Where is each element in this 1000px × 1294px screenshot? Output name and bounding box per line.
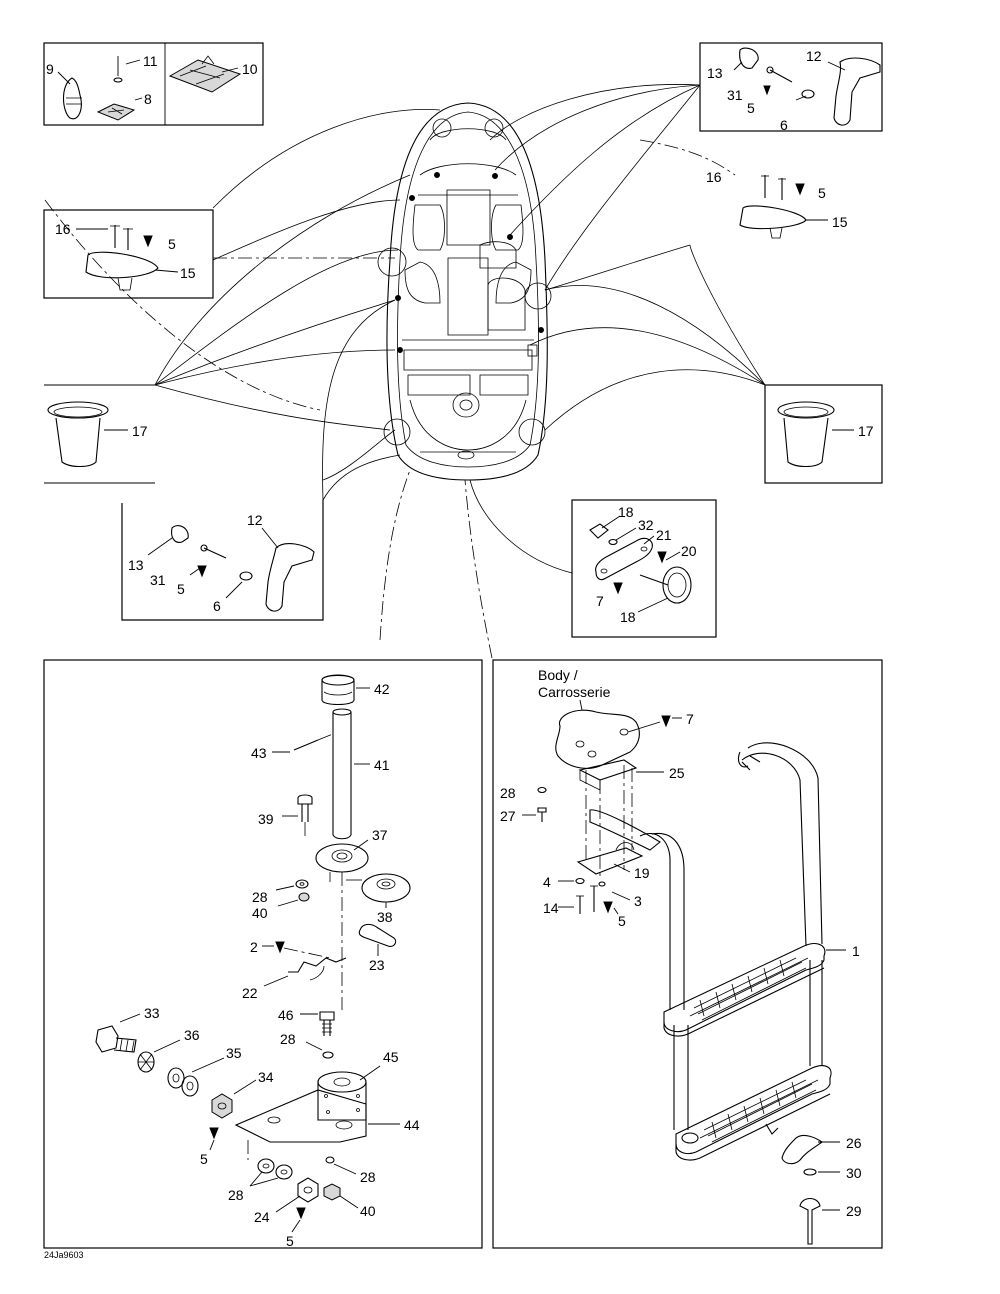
callout-22: 22 [242,985,258,1001]
detail-box-post-assembly: 42 41 43 39 37 38 [43,659,483,1249]
callout-45: 45 [383,1049,399,1065]
body-label-line1: Body / [538,667,578,683]
detail-box-cleat-left: 16 5 15 [43,209,214,299]
callout-29: 29 [846,1203,862,1219]
callout-6: 6 [780,117,788,133]
callout-5: 5 [200,1151,208,1167]
callout-20: 20 [681,543,697,559]
callout-25: 25 [669,765,685,781]
callout-14: 3 [634,893,642,909]
callout-5: 5 [818,185,826,201]
callout-40: 40 [360,1203,376,1219]
callout-5: 5 [618,913,626,929]
connector-curves [44,84,766,659]
callout-38: 38 [377,909,393,925]
callout-13: 13 [707,65,723,81]
callout-15: 15 [832,214,848,230]
callout-32: 32 [638,517,654,533]
callout-6: 6 [213,598,221,614]
callout-1: 1 [852,943,860,959]
callout-19: 19 [634,865,650,881]
callout-21: 21 [656,527,672,543]
callout-26: 26 [846,1135,862,1151]
detail-box-handle-left: 12 13 31 5 6 [121,500,324,621]
detail-cup-holder-left: 17 [44,384,155,484]
callout-35: 35 [226,1045,242,1061]
detail-box-fasteners: 9 11 10 8 [43,42,264,126]
callout-31: 31 [150,572,166,588]
callout-28: 28 [252,889,268,905]
callout-27: 27 [500,808,516,824]
callout-24: 24 [254,1209,270,1225]
callout-46: 46 [278,1007,294,1023]
callout-36: 36 [184,1027,200,1043]
callout-37: 37 [372,827,388,843]
callout-7: 7 [596,593,604,609]
detail-cleat-right: 16 5 15 [706,169,848,239]
callout-31: 31 [727,87,743,103]
callout-12: 12 [806,48,822,64]
detail-box-cup-holder-right: 17 [764,384,883,484]
detail-box-boarding-ladder: Body / Carrosserie 7 25 28 27 1 [492,659,883,1249]
callout-23: 23 [369,957,385,973]
callout-39: 39 [258,811,274,827]
callout-16: 16 [706,169,722,185]
callout-12: 12 [247,512,263,528]
callout-13: 13 [128,557,144,573]
callout-9: 9 [46,61,54,77]
callout-43: 43 [251,745,267,761]
callout-15: 15 [180,265,196,281]
callout-3: 14 [543,900,559,916]
callout-8: 8 [144,91,152,107]
callout-28: 28 [500,785,516,801]
callout-40: 40 [252,905,268,921]
callout-5: 5 [168,236,176,252]
callout-18: 18 [618,504,634,520]
callout-34: 34 [258,1069,274,1085]
callout-41: 41 [374,757,390,773]
detail-box-tow-plate: 18 32 21 20 7 18 [571,499,717,638]
callout-28: 28 [360,1169,376,1185]
callout-11: 11 [143,53,158,69]
callout-5: 5 [747,100,755,116]
callout-5: 5 [177,581,185,597]
callout-18: 18 [620,609,636,625]
callout-28: 28 [280,1031,296,1047]
callout-10: 10 [242,61,258,77]
callout-30: 30 [846,1165,862,1181]
callout-17: 17 [858,423,874,439]
callout-33: 33 [144,1005,160,1021]
callout-16: 16 [55,221,71,237]
callout-5: 5 [286,1233,294,1249]
callout-4: 4 [543,874,551,890]
body-label-line2: Carrosserie [538,684,611,700]
detail-box-handle-right: 13 12 31 5 6 [699,42,883,133]
callout-17: 17 [132,423,148,439]
callout-28: 28 [228,1187,244,1203]
callout-7: 7 [686,711,694,727]
drawing-code: 24Ja9603 [44,1250,84,1260]
callout-44: 44 [404,1117,420,1133]
callout-2: 2 [250,939,258,955]
callout-42: 42 [374,681,390,697]
hull-top-view [377,102,552,481]
